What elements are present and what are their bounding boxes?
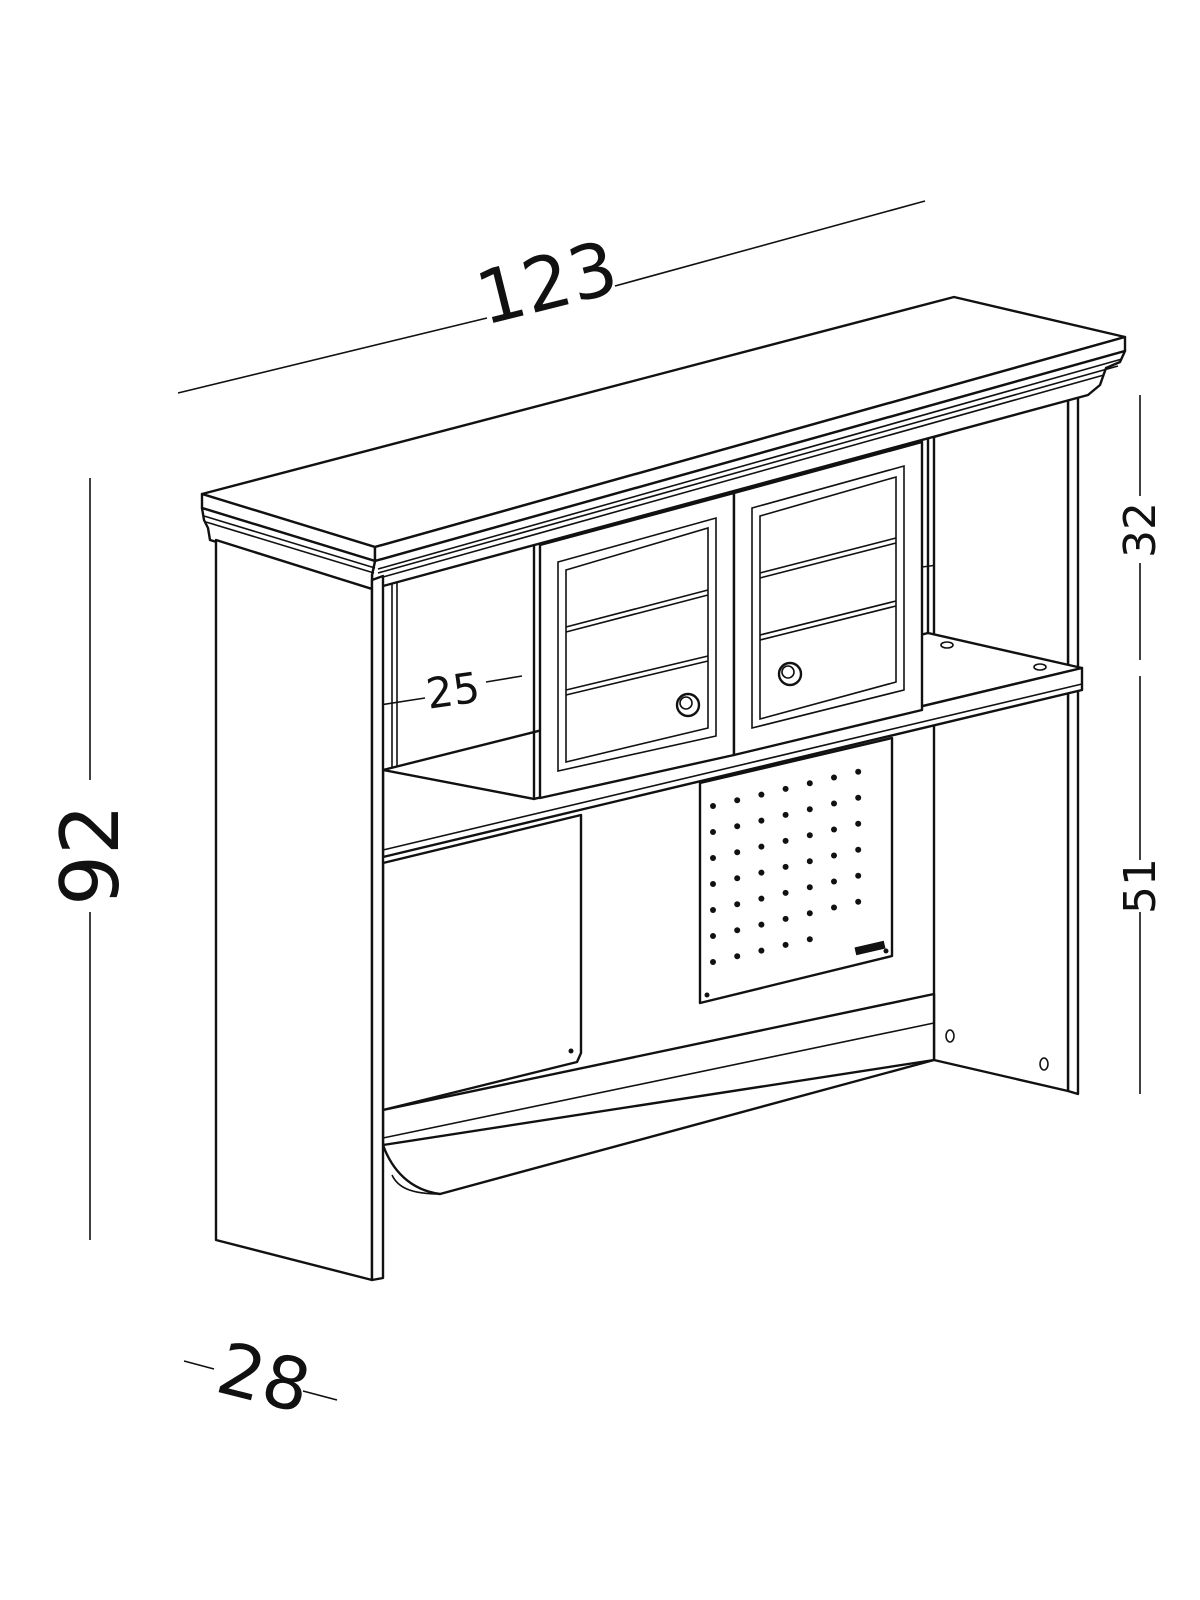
left-side-panel-inner-edge: [370, 574, 385, 1282]
pegboard-hole: [782, 941, 789, 948]
width-dimension-label: 123: [468, 225, 626, 343]
pegboard-hole: [831, 800, 837, 807]
pegboard-hole: [710, 881, 716, 887]
pegboard-hole: [758, 895, 765, 902]
right-panel-hole: [1039, 1057, 1049, 1071]
pegboard-hole: [831, 774, 837, 781]
pegboard-hole: [710, 933, 716, 939]
pegboard-hole: [758, 947, 765, 954]
lower-left-back-panel: [381, 813, 583, 1112]
pegboard-hole: [734, 927, 741, 934]
pegboard-hole: [782, 915, 789, 922]
pegboard-hole: [710, 907, 716, 913]
pegboard-hole: [855, 846, 862, 853]
depth-dimension-label: 28: [209, 1326, 318, 1430]
pegboard-hole: [710, 855, 716, 861]
pegboard-hole: [782, 863, 789, 870]
pegboard-hole: [782, 837, 789, 844]
pegboard-hole: [855, 820, 862, 827]
left-side-panel-front: [214, 538, 374, 1282]
pegboard-hole: [734, 953, 741, 960]
shelf-pin-hole: [940, 641, 954, 649]
pegboard-hole: [782, 811, 789, 818]
pegboard-hole: [806, 780, 813, 787]
pegboard-hole: [758, 869, 765, 876]
right-panel-hole: [945, 1029, 955, 1043]
pegboard-hole: [734, 849, 741, 856]
pegboard-hole: [831, 852, 837, 859]
pegboard-hole: [855, 872, 862, 879]
pegboard-hole: [734, 823, 741, 830]
pegboard-panel: [698, 736, 894, 1005]
shelf-pin-hole: [1033, 663, 1047, 671]
pegboard-hole: [806, 884, 813, 891]
pegboard-hole: [806, 858, 813, 865]
left-opening-depth-label: 25: [423, 663, 483, 719]
pegboard-hole: [710, 959, 716, 965]
pegboard-hole: [831, 826, 837, 833]
height-dimension-label: 92: [44, 804, 137, 906]
pegboard-hole: [855, 768, 862, 775]
pegboard-hole: [758, 843, 765, 850]
pegboard-hole: [855, 794, 862, 801]
pegboard-hole: [782, 785, 789, 792]
pegboard-hole: [806, 910, 813, 917]
pegboard-hole: [758, 791, 765, 798]
upper-height-dimension-label: 32: [1115, 502, 1166, 558]
pegboard-hole: [710, 803, 716, 809]
pegboard-hole: [734, 797, 741, 804]
pegboard-hole: [782, 889, 789, 896]
pegboard-hole: [806, 936, 813, 943]
lower-height-dimension-label: 51: [1115, 858, 1166, 914]
left-glass-door[interactable]: [538, 491, 736, 800]
pegboard-hole: [855, 898, 862, 905]
left-door-knob[interactable]: [675, 692, 701, 718]
pegboard-hole: [758, 921, 765, 928]
right-glass-door[interactable]: [732, 440, 924, 757]
right-side-panel-inner: [932, 396, 1070, 1093]
pegboard-hole: [806, 832, 813, 839]
pegboard-hole: [831, 878, 837, 885]
pegboard-hole: [710, 829, 716, 835]
pegboard-hole: [758, 817, 765, 824]
pegboard-hole: [734, 901, 741, 908]
pegboard-hole: [734, 875, 741, 882]
right-door-knob[interactable]: [777, 661, 803, 687]
pegboard-hole: [806, 806, 813, 813]
pegboard-hole: [831, 904, 837, 911]
right-side-panel: [1066, 393, 1080, 1096]
